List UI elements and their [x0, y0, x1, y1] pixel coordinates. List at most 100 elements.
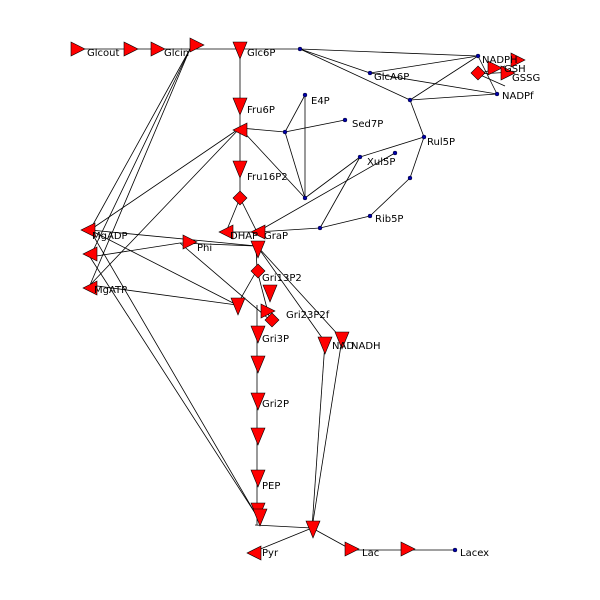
arrowhead-19	[250, 355, 266, 374]
label-phi: Phi	[197, 243, 212, 254]
edge-29	[319, 215, 371, 229]
arrowhead-15	[230, 297, 246, 316]
arrowhead-25	[246, 545, 262, 561]
edge-25	[409, 136, 425, 179]
junction-dot-0	[297, 46, 303, 52]
edge-51	[311, 341, 326, 529]
edge-1	[299, 48, 479, 57]
label-gri3p: Gri3P	[262, 334, 289, 345]
arrowhead-37	[510, 52, 526, 68]
edge-20	[284, 119, 346, 133]
arrowhead-7	[232, 160, 248, 179]
arrowhead-11	[182, 234, 198, 250]
label-gri2p: Gri2P	[262, 399, 289, 410]
edge-35	[89, 127, 241, 231]
edge-17	[239, 127, 286, 133]
arrowhead-28	[400, 541, 416, 557]
edge-3	[369, 55, 479, 74]
label-mgadp: MgADP	[92, 231, 128, 242]
label-gssg: GSSG	[512, 73, 540, 84]
arrowhead-14	[262, 284, 278, 303]
arrowhead-18	[250, 325, 266, 344]
arrowhead-10	[250, 224, 266, 240]
edge-18	[239, 127, 306, 199]
junction-dot-11	[302, 195, 308, 201]
label-pep: PEP	[262, 481, 280, 492]
label-pyr: Pyr	[262, 548, 279, 559]
edge-8	[369, 72, 498, 95]
junction-dot-8	[421, 134, 427, 140]
edge-26	[369, 177, 411, 217]
edge-48	[256, 245, 343, 340]
edge-34	[89, 48, 191, 258]
label-dhap: DHAP	[230, 231, 258, 242]
label-sed7p: Sed7P	[352, 119, 383, 130]
edge-37	[89, 242, 181, 258]
arrowhead-27	[344, 541, 360, 557]
edge-15	[239, 197, 258, 233]
junction-dot-12	[367, 213, 373, 219]
edge-14	[225, 197, 241, 233]
arrowhead-13	[250, 263, 266, 279]
label-grap: GraP	[264, 231, 288, 242]
junction-dot-10	[407, 175, 413, 181]
label-nadph: NADPH	[482, 55, 518, 66]
label-glc6p: Glc6P	[247, 48, 275, 59]
junction-dot-14	[452, 547, 458, 553]
label-lac: Lac	[362, 548, 379, 559]
edge-27	[359, 136, 425, 158]
edge-39	[89, 229, 257, 247]
edge-28	[319, 156, 361, 229]
label-nadh: NADH	[351, 341, 381, 352]
label-glcout: Glcout	[87, 48, 119, 59]
label-gri23p2f: Gri23P2f	[286, 310, 330, 321]
arrowhead-24	[252, 508, 268, 527]
arrowhead-1	[123, 41, 139, 57]
label-gsh: GSH	[504, 64, 526, 75]
arrowhead-30	[317, 336, 333, 355]
label-glca6p: GlcA6P	[374, 72, 409, 83]
edge-19	[284, 94, 306, 133]
edge-53	[254, 524, 313, 529]
edge-4	[299, 48, 411, 101]
label-mgatp: MgATP	[94, 285, 127, 296]
edge-6	[477, 55, 498, 95]
junction-dot-7	[282, 129, 288, 135]
edge-5	[409, 55, 479, 101]
edge-24	[409, 99, 425, 138]
junction-dot-2	[407, 97, 413, 103]
edge-42	[89, 229, 256, 514]
arrowhead-0	[70, 41, 86, 57]
label-nadpf: NADPf	[502, 91, 534, 102]
arrowhead-12	[250, 240, 266, 259]
arrowhead-33	[82, 280, 98, 296]
edge-2	[299, 48, 371, 74]
edge-30	[256, 227, 321, 233]
edge-54	[257, 527, 313, 551]
edge-41	[89, 256, 256, 514]
label-fru6p: Fru6P	[247, 105, 275, 116]
junction-dot-9	[357, 154, 363, 160]
label-rib5p: Rib5P	[375, 214, 403, 225]
junction-dot-3	[475, 53, 481, 59]
junction-dot-6	[342, 117, 348, 123]
edge-49	[256, 245, 326, 343]
arrowhead-34	[470, 65, 486, 81]
arrowhead-17	[264, 312, 280, 328]
label-gri13p2: Gri13P2	[262, 273, 302, 284]
arrowhead-6	[232, 122, 248, 138]
junction-dot-13	[317, 225, 323, 231]
junction-dot-1	[367, 70, 373, 76]
arrowhead-29	[334, 331, 350, 350]
label-fru16p2: Fru16P2	[247, 172, 288, 183]
edge-52	[311, 338, 343, 529]
arrowhead-5	[232, 97, 248, 116]
arrowhead-3	[189, 37, 205, 53]
arrowhead-35	[487, 60, 503, 76]
arrowhead-8	[232, 190, 248, 206]
junction-dot-5	[302, 92, 308, 98]
arrowhead-2	[150, 41, 166, 57]
arrowhead-9	[218, 224, 234, 240]
arrowhead-26	[305, 520, 321, 539]
arrowheads	[70, 37, 526, 561]
